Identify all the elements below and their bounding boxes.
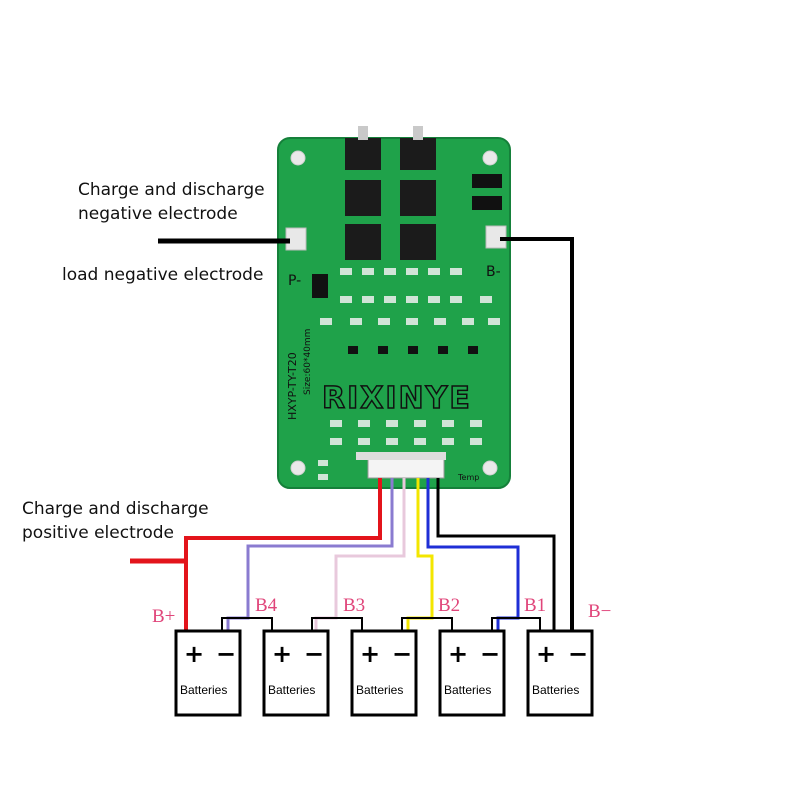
pcb-board: P- B- HXYP-TY-T20 Size:60*40mm Temp RIXI… [277,126,511,489]
board-temp-label: Temp [457,473,479,482]
b-minus-wire [500,237,574,632]
battery-cell: + − Batteries [526,629,594,717]
board-model-label: HXYP-TY-T20 [286,352,299,420]
resistor-chip [472,174,502,188]
mosfet-array [345,126,436,260]
battery-cell: + − Batteries [262,629,330,717]
component-grid [318,268,500,480]
link-b4-b5 [491,617,541,632]
battery-plus-sign: + [536,640,556,668]
wires [130,237,574,632]
charge-positive-label-2: positive electrode [22,523,174,543]
battery-label: Batteries [444,683,491,697]
terminal-b1-label: B1 [524,595,546,616]
terminal-b2-label: B2 [438,595,460,616]
balance-wire-black [436,478,556,632]
connector-header [356,452,446,460]
battery-minus-sign: − [568,640,588,668]
load-negative-label: load negative electrode [62,265,263,285]
balance-wire-b1 [426,478,520,632]
balance-wire-red [184,478,382,632]
charge-negative-label-2: negative electrode [78,204,238,224]
battery-minus-sign: − [392,640,412,668]
link-b3-b4 [401,617,453,632]
battery-plus-sign: + [184,640,204,668]
board-b-minus-label: B- [486,264,501,280]
terminal-b-plus-label: B+ [152,606,175,627]
battery-minus-sign: − [480,640,500,668]
watermark-text: RIXINYE [322,381,472,416]
board-p-minus-label: P- [288,273,301,289]
battery-cell: + − Batteries [438,629,506,717]
resistor-chip [472,196,502,210]
charge-negative-label-1: Charge and discharge [78,180,265,200]
battery-label: Batteries [180,683,227,697]
balance-wire-b2 [406,478,434,632]
board-size-label: Size:60*40mm [303,329,313,395]
battery-cell: + − Batteries [174,629,242,717]
battery-minus-sign: − [216,640,236,668]
battery-plus-sign: + [272,640,292,668]
battery-minus-sign: − [304,640,324,668]
terminal-b4-label: B4 [255,595,278,616]
link-b1-b2 [221,617,273,632]
battery-plus-sign: + [360,640,380,668]
battery-plus-sign: + [448,640,468,668]
battery-label: Batteries [356,683,403,697]
terminal-b-minus-label: B− [588,601,611,622]
battery-label: Batteries [268,683,315,697]
terminal-b3-label: B3 [343,595,365,616]
charge-positive-label-1: Charge and discharge [22,499,209,519]
link-b2-b3 [311,617,363,632]
battery-pack: + − Batteries + − Batteries + − Batterie… [174,629,594,717]
balance-wire-b4 [226,478,394,632]
battery-label: Batteries [532,683,579,697]
balance-wire-b3 [314,478,406,632]
battery-cell: + − Batteries [350,629,418,717]
transistor-row [348,346,478,354]
ic-chip [312,274,328,298]
